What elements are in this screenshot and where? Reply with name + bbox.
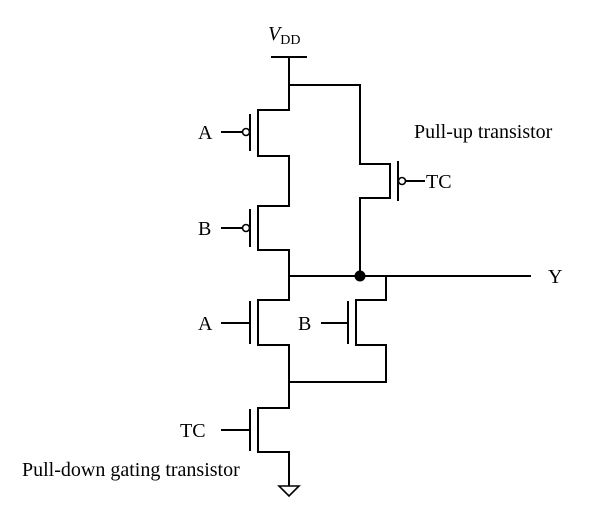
pmos-transistor-a — [221, 84, 290, 157]
pmos-a-input-label: A — [198, 122, 213, 144]
supply-label-sub: DD — [280, 33, 300, 48]
pmos-transistor-tc — [359, 161, 425, 277]
vdd-rail — [271, 56, 307, 86]
pmos-transistor-b — [221, 155, 290, 277]
pull-up-caption: Pull-up transistor — [414, 121, 553, 143]
nmos-transistor-a — [221, 275, 290, 383]
supply-label-main: V — [268, 23, 283, 45]
nmos-a-input-label: A — [198, 313, 213, 335]
pmos-tc-input-label: TC — [426, 171, 452, 193]
nmos-transistor-tc — [221, 381, 290, 487]
vdd-branch-wire — [288, 84, 391, 165]
pmos-b-input-label: B — [198, 218, 211, 240]
output-label: Y — [548, 266, 562, 288]
nmos-transistor-b — [288, 275, 387, 383]
nmos-b-input-label: B — [298, 313, 311, 335]
ground-icon — [277, 485, 301, 498]
pull-down-caption: Pull-down gating transistor — [22, 459, 240, 481]
nmos-tc-input-label: TC — [180, 420, 206, 442]
supply-label: VDD — [268, 23, 300, 48]
